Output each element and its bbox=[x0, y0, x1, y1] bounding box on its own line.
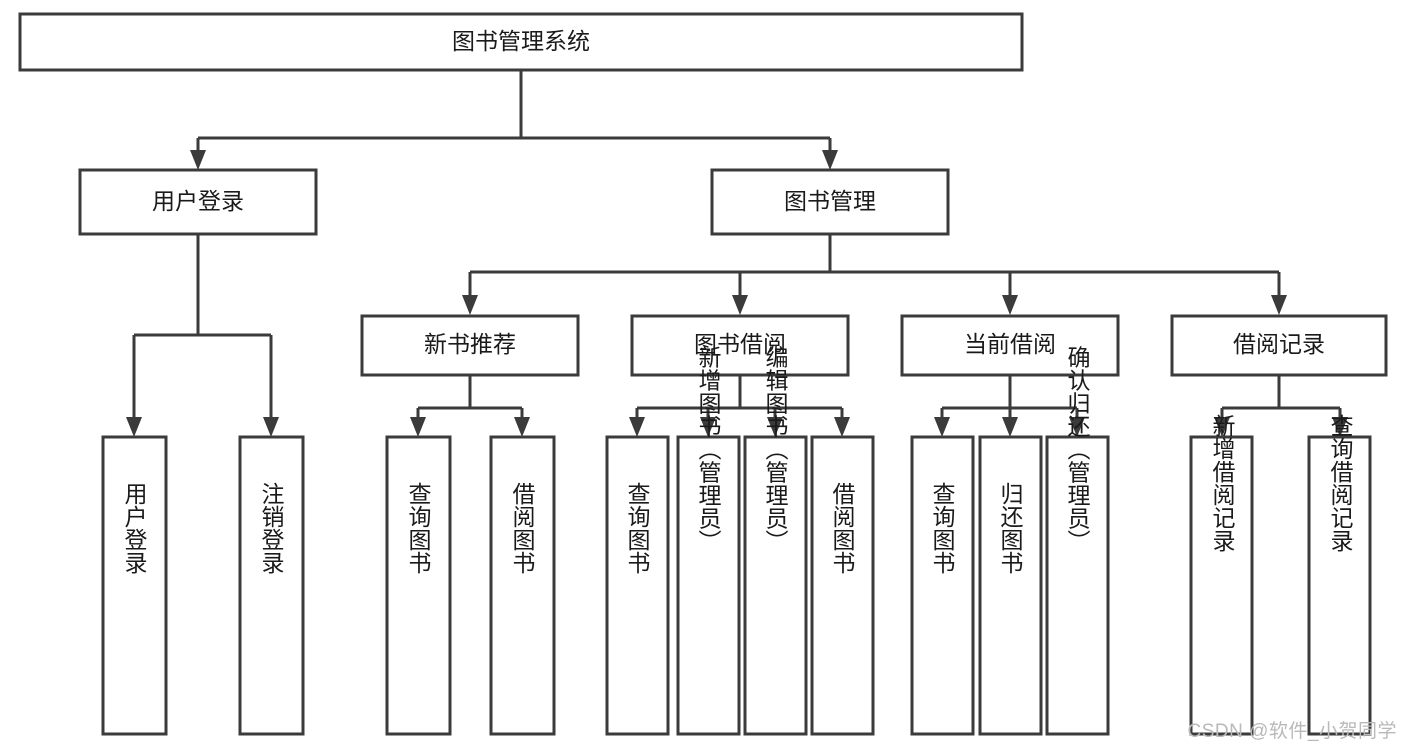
connector-newbook-to-leaves bbox=[410, 375, 530, 437]
node-leaf-return-book-box bbox=[978, 435, 1043, 736]
node-leaf-query-book-1-label: 查询图书 bbox=[405, 482, 432, 574]
node-user-login-box bbox=[78, 168, 318, 236]
node-leaf-query-book-1-box bbox=[385, 435, 452, 736]
node-leaf-add-record-label: 新增借阅记录 bbox=[1209, 414, 1236, 552]
node-leaf-user-logout-box bbox=[238, 435, 305, 736]
node-leaf-user-logout[interactable]: 注销登录 bbox=[238, 435, 305, 736]
node-borrow-record-label: 借阅记录 bbox=[1233, 331, 1325, 357]
node-book-borrow-box bbox=[630, 314, 850, 377]
node-book-manage-box bbox=[710, 168, 950, 236]
node-leaf-borrow-book-1-box bbox=[489, 435, 556, 736]
node-leaf-edit-book-label: 编辑图书（管理员） bbox=[762, 346, 789, 553]
node-book-borrow[interactable]: 图书借阅 bbox=[630, 314, 850, 377]
connector-borrowrecord-to-leaves bbox=[1214, 375, 1348, 437]
node-root-label: 图书管理系统 bbox=[452, 28, 590, 54]
node-current-borrow[interactable]: 当前借阅 bbox=[900, 314, 1120, 377]
node-leaf-add-book-label: 新增图书（管理员） bbox=[695, 346, 722, 553]
node-leaf-query-record[interactable]: 查询借阅记录 bbox=[1307, 414, 1372, 736]
node-leaf-query-book-2[interactable]: 查询图书 bbox=[605, 435, 670, 736]
connector-currentborrow-to-leaves bbox=[934, 375, 1085, 437]
connector-bookborrow-to-leaves bbox=[629, 375, 850, 437]
node-leaf-borrow-book-1-label: 借阅图书 bbox=[509, 482, 536, 574]
node-leaf-return-book-label: 归还图书 bbox=[997, 482, 1024, 574]
node-root[interactable]: 图书管理系统 bbox=[18, 12, 1024, 72]
node-leaf-borrow-book-2-box bbox=[810, 435, 875, 736]
node-leaf-confirm-return[interactable]: 确认归还（管理员） bbox=[1045, 346, 1110, 736]
node-book-borrow-label: 图书借阅 bbox=[694, 331, 786, 357]
node-leaf-add-record[interactable]: 新增借阅记录 bbox=[1189, 414, 1254, 736]
node-user-login[interactable]: 用户登录 bbox=[78, 168, 318, 236]
node-leaf-query-book-2-label: 查询图书 bbox=[624, 482, 651, 574]
node-borrow-record-box bbox=[1170, 314, 1388, 377]
connector-bookmanage-to-level3 bbox=[462, 234, 1287, 315]
node-root-box bbox=[18, 12, 1024, 72]
connector-userlogin-to-leaves bbox=[126, 234, 279, 437]
node-leaf-edit-book-box bbox=[743, 435, 808, 736]
node-leaf-borrow-book-1[interactable]: 借阅图书 bbox=[489, 435, 556, 736]
node-leaf-confirm-return-label: 确认归还（管理员） bbox=[1064, 346, 1091, 553]
node-leaf-return-book[interactable]: 归还图书 bbox=[978, 435, 1043, 736]
node-leaf-query-book-3-box bbox=[910, 435, 975, 736]
node-borrow-record[interactable]: 借阅记录 bbox=[1170, 314, 1388, 377]
node-leaf-query-book-1[interactable]: 查询图书 bbox=[385, 435, 452, 736]
watermark-text: CSDN @软件_小贺同学 bbox=[1187, 721, 1397, 742]
node-leaf-borrow-book-2-label: 借阅图书 bbox=[829, 482, 856, 574]
node-leaf-add-book[interactable]: 新增图书（管理员） bbox=[676, 346, 741, 736]
node-leaf-user-login-label: 用户登录 bbox=[121, 482, 148, 574]
node-new-book-recommend[interactable]: 新书推荐 bbox=[360, 314, 580, 377]
node-leaf-query-record-box bbox=[1307, 435, 1372, 736]
node-current-borrow-label: 当前借阅 bbox=[964, 331, 1056, 357]
node-new-book-recommend-label: 新书推荐 bbox=[424, 331, 516, 357]
node-book-manage[interactable]: 图书管理 bbox=[710, 168, 950, 236]
node-leaf-user-login[interactable]: 用户登录 bbox=[101, 435, 168, 736]
node-leaf-query-book-2-box bbox=[605, 435, 670, 736]
node-leaf-user-logout-label: 注销登录 bbox=[258, 482, 285, 574]
node-current-borrow-box bbox=[900, 314, 1120, 377]
node-book-manage-label: 图书管理 bbox=[784, 188, 876, 214]
node-leaf-add-record-box bbox=[1189, 435, 1254, 736]
node-leaf-borrow-book-2[interactable]: 借阅图书 bbox=[810, 435, 875, 736]
node-new-book-recommend-box bbox=[360, 314, 580, 377]
node-leaf-add-book-box bbox=[676, 435, 741, 736]
node-leaf-confirm-return-box bbox=[1045, 435, 1110, 736]
node-leaf-query-book-3[interactable]: 查询图书 bbox=[910, 435, 975, 736]
node-user-login-label: 用户登录 bbox=[152, 188, 244, 214]
connector-root-to-level2 bbox=[190, 70, 838, 170]
node-leaf-query-record-label: 查询借阅记录 bbox=[1327, 414, 1354, 552]
node-leaf-query-book-3-label: 查询图书 bbox=[929, 482, 956, 574]
node-leaf-edit-book[interactable]: 编辑图书（管理员） bbox=[743, 346, 808, 736]
node-leaf-user-login-box bbox=[101, 435, 168, 736]
